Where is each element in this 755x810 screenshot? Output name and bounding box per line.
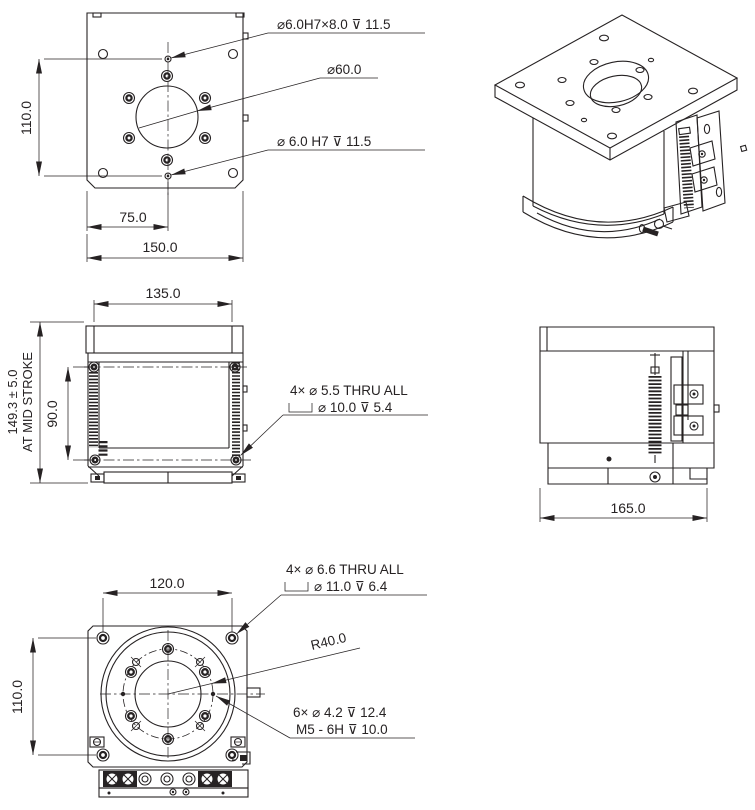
- callout-cbore-6-6: 4× ⌀ 6.6 THRU ALL ⌀ 11.0 ⊽ 6.4: [236, 562, 427, 635]
- edge-nub: [92, 12, 102, 18]
- bottom-right-tab: [246, 687, 261, 698]
- dim-165: 165.0: [539, 488, 708, 522]
- tapped-holes: [124, 642, 212, 746]
- iso-plate-holes: [514, 34, 699, 140]
- slashed-holes: [130, 656, 206, 732]
- dim-110-bottom: 110.0: [9, 637, 96, 756]
- front-view: 135.0: [5, 285, 428, 484]
- callout-dowel-top: ⌀6.0H7×8.0 ⊽ 11.5: [170, 17, 425, 59]
- callout-bore-60: ⌀60.0: [138, 62, 378, 129]
- dim-110: 110.0: [18, 58, 162, 177]
- callout-tapped: 6× ⌀ 4.2 ⊽ 12.4 M5 - 6H ⊽ 10.0: [215, 695, 415, 739]
- side-point: [210, 691, 216, 697]
- dim-height: 149.3 ± 5.0 AT MID STROKE: [5, 321, 88, 484]
- dowel-holes: [164, 55, 172, 180]
- clamp-tab-right: [230, 736, 246, 748]
- callout-dowel-bottom-label: ⌀ 6.0 H7 ⊽ 11.5: [277, 134, 371, 149]
- side-bracket: [670, 356, 704, 442]
- iso-screw: [653, 218, 665, 230]
- dim-90-label: 90.0: [44, 400, 60, 427]
- iso-plate-thickness: [494, 78, 738, 161]
- dim-height-label: 149.3 ± 5.0: [5, 370, 20, 435]
- side-connector-upper: [673, 384, 704, 405]
- callout-tapped-line1: 6× ⌀ 4.2 ⊽ 12.4: [293, 705, 387, 720]
- side-spring-assembly: [648, 353, 662, 463]
- iso-center-hole-inner: [589, 74, 643, 108]
- iso-tab: [739, 144, 748, 153]
- callout-cbore-5-5-line2: ⌀ 10.0 ⊽ 5.4: [318, 400, 393, 415]
- bolt-holes: [122, 69, 212, 167]
- terminal-strip: [98, 769, 249, 798]
- corner-cbore-holes: [96, 631, 239, 762]
- iso-back-plate: [675, 114, 703, 215]
- callout-cbore-5-5: 4× ⌀ 5.5 THRU ALL ⌀ 10.0 ⊽ 5.4: [240, 383, 428, 456]
- dim-135: 135.0: [93, 285, 233, 322]
- callout-dowel-bottom: ⌀ 6.0 H7 ⊽ 11.5: [170, 134, 425, 176]
- counterbore-icon: [284, 582, 309, 592]
- iso-spring: [679, 135, 694, 209]
- dim-165-label: 165.0: [610, 500, 645, 516]
- iso-center-hole: [582, 60, 650, 104]
- dim-150-label: 150.0: [142, 239, 177, 255]
- center-bore-60: [135, 85, 199, 149]
- clamp-tab-left: [89, 736, 105, 748]
- callout-cbore-6-6-line1: 4× ⌀ 6.6 THRU ALL: [286, 562, 404, 577]
- edge-nub: [235, 12, 245, 18]
- terminal-screws: [105, 772, 230, 786]
- counterbore-icon: [288, 403, 313, 413]
- side-dot: [606, 456, 612, 462]
- side-connector-lower: [673, 415, 704, 436]
- front-body: [84, 353, 252, 484]
- dim-150: 150.0: [86, 191, 244, 262]
- side-tab: [713, 404, 720, 413]
- callout-bore-60-label: ⌀60.0: [327, 62, 361, 77]
- iso-view: [493, 14, 748, 239]
- dim-120-label: 120.0: [149, 575, 184, 591]
- dim-90: 90.0: [44, 366, 89, 461]
- dim-75: 75.0: [86, 182, 169, 231]
- corner-bracket: [232, 751, 251, 765]
- dim-120: 120.0: [102, 575, 233, 632]
- callout-tapped-line2: M5 - 6H ⊽ 10.0: [296, 722, 388, 737]
- callout-cbore-6-6-line2: ⌀ 11.0 ⊽ 6.4: [314, 579, 388, 594]
- dim-75-label: 75.0: [119, 209, 146, 225]
- iso-top-plate: [493, 14, 739, 149]
- dim-height-note: AT MID STROKE: [20, 352, 35, 452]
- iso-connector-upper: [689, 140, 716, 167]
- side-screw: [649, 471, 661, 483]
- dim-110-bottom-label: 110.0: [9, 680, 25, 714]
- callout-cbore-5-5-line1: 4× ⌀ 5.5 THRU ALL: [290, 383, 408, 398]
- dim-135-label: 135.0: [145, 285, 180, 301]
- side-view: 165.0: [539, 326, 720, 522]
- iso-clamp: [663, 201, 690, 223]
- front-top-plate: [85, 325, 244, 354]
- iso-connector-lower: [691, 166, 718, 193]
- iso-pin: [642, 226, 659, 237]
- iso-mechanism: [638, 110, 748, 237]
- corner-holes: [97, 48, 239, 179]
- dim-110-label: 110.0: [18, 101, 34, 135]
- edge-tab: [242, 114, 249, 122]
- top-view: 110.0 75.0 150.0 ⌀6.0H7×8.0 ⊽ 11.5 ⌀60: [18, 12, 425, 262]
- side-point: [120, 691, 126, 697]
- callout-radius-label: R40.0: [309, 630, 348, 653]
- iso-body: [522, 118, 674, 239]
- callout-dowel-top-label: ⌀6.0H7×8.0 ⊽ 11.5: [277, 17, 390, 32]
- bottom-view: 120.0: [9, 562, 427, 798]
